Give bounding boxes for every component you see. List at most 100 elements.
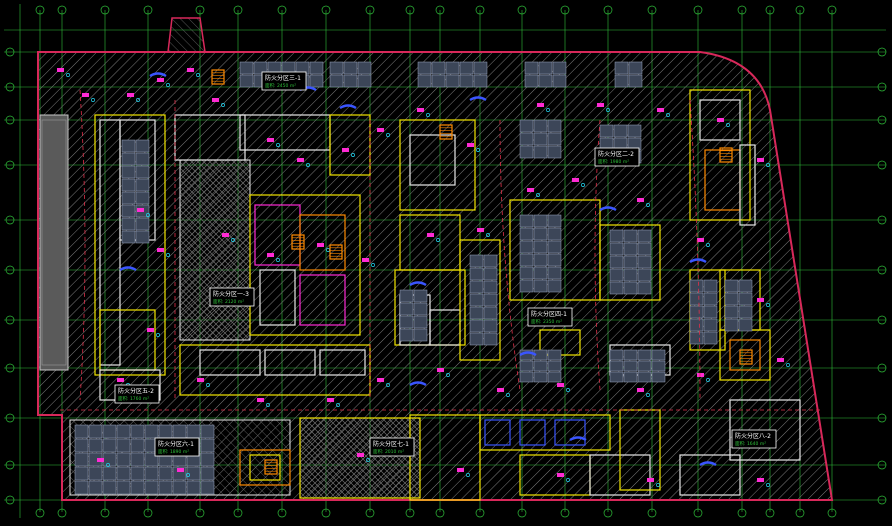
parking-stall (172, 480, 187, 495)
parking-stall (88, 466, 103, 481)
room-0 (94, 114, 166, 376)
sprinkler-symbol (106, 463, 110, 467)
grid-bubble-bottom (693, 508, 703, 518)
parking-stall (135, 230, 150, 244)
parking-stall (74, 424, 89, 439)
parking-stall (533, 253, 548, 267)
parking-stall (431, 74, 446, 88)
parking-stall (200, 466, 215, 481)
grid-bubble-bottom (737, 508, 747, 518)
parking-stall (519, 214, 534, 228)
zone-label-area: 面积: 1760 m² (118, 395, 149, 402)
parking-stall (88, 424, 103, 439)
grid-bubble-bottom (365, 508, 375, 518)
zone-label-text: 防火分区三-1 (265, 74, 301, 82)
parking-stall (689, 305, 704, 319)
room-45 (729, 339, 761, 371)
parking-stall (102, 466, 117, 481)
parking-stall (144, 466, 159, 481)
parking-stall (524, 61, 539, 75)
parking-stall (623, 371, 638, 383)
zone-label-text: 防火分区二-2 (598, 150, 634, 158)
hydrant-symbol (377, 378, 384, 382)
hydrant-symbol (717, 118, 724, 122)
grid-bubble-right (877, 363, 887, 373)
parking-stall (538, 74, 553, 88)
sprinkler-symbol (706, 378, 710, 382)
parking-stall (689, 279, 704, 293)
parking-stall (399, 289, 414, 303)
parking-stall (483, 319, 498, 333)
grid-bubble-right (877, 160, 887, 170)
sprinkler-symbol (371, 263, 375, 267)
parking-stall (623, 242, 638, 256)
sprinkler-symbol (351, 153, 355, 157)
parking-stall (200, 452, 215, 467)
parking-stall (469, 280, 484, 294)
sprinkler-symbol (276, 258, 280, 262)
parking-stall (609, 268, 624, 282)
grid-bubble-left (5, 495, 15, 505)
sprinkler-symbol (466, 473, 470, 477)
parking-stall (533, 279, 548, 293)
sprinkler-symbol (166, 83, 170, 87)
parking-stall (637, 229, 652, 243)
parking-stall (623, 268, 638, 282)
parking-stall (547, 349, 562, 361)
room-13 (179, 344, 371, 396)
hydrant-symbol (572, 178, 579, 182)
zone-label-area: 面积: 2010 m² (373, 448, 404, 455)
parking-stall (74, 452, 89, 467)
parking-stall (473, 74, 488, 88)
parking-stall (628, 61, 643, 75)
parking-stall (483, 280, 498, 294)
parking-stall (483, 332, 498, 346)
grid-bubble-bottom (195, 508, 205, 518)
hydrant-symbol (697, 238, 704, 242)
hydrant-symbol (527, 188, 534, 192)
parking-stall (239, 61, 254, 75)
grid-bubble-bottom (765, 508, 775, 518)
parking-stall (343, 61, 358, 75)
sprinkler-symbol (221, 103, 225, 107)
parking-stall (469, 267, 484, 281)
parking-stall (469, 306, 484, 320)
zone-label-box (261, 71, 307, 91)
sprinkler-symbol (386, 383, 390, 387)
parking-stall (399, 315, 414, 329)
parking-stall (628, 74, 643, 88)
grid-bubble-left (5, 215, 15, 225)
room-31 (699, 99, 741, 141)
sprinkler-symbol (426, 113, 430, 117)
sprinkler-symbol (231, 238, 235, 242)
parking-stall (689, 318, 704, 332)
grid-bubble-bottom (57, 508, 67, 518)
parking-stall (357, 74, 372, 88)
zone-label-zone-4: 防火分区四-1面积: 2350 m² (527, 307, 573, 327)
sprinkler-symbol (186, 473, 190, 477)
parking-stall (623, 281, 638, 295)
parking-stall (623, 360, 638, 372)
hydrant-symbol (317, 243, 324, 247)
sprinkler-symbol (506, 393, 510, 397)
parking-stall (309, 61, 324, 75)
zone-label-area: 面积: 2120 m² (213, 298, 244, 305)
sprinkler-symbol (766, 483, 770, 487)
sprinkler-symbol (196, 73, 200, 77)
parking-stall (357, 61, 372, 75)
zone-label-zone-6: 防火分区六-1面积: 1890 m² (154, 437, 200, 457)
hydrant-symbol (57, 68, 64, 72)
parking-stall (519, 360, 534, 372)
parking-stall (459, 61, 474, 75)
grid-bubble-right (877, 315, 887, 325)
evacuation-route (499, 119, 521, 391)
parking-stall (637, 242, 652, 256)
zone-label-area: 面积: 1890 m² (158, 448, 189, 455)
zone-label-box (527, 307, 573, 327)
parking-stall (533, 240, 548, 254)
parking-stall (74, 466, 89, 481)
parking-stall (651, 349, 666, 361)
parking-stall (637, 268, 652, 282)
parking-stall (239, 74, 254, 88)
